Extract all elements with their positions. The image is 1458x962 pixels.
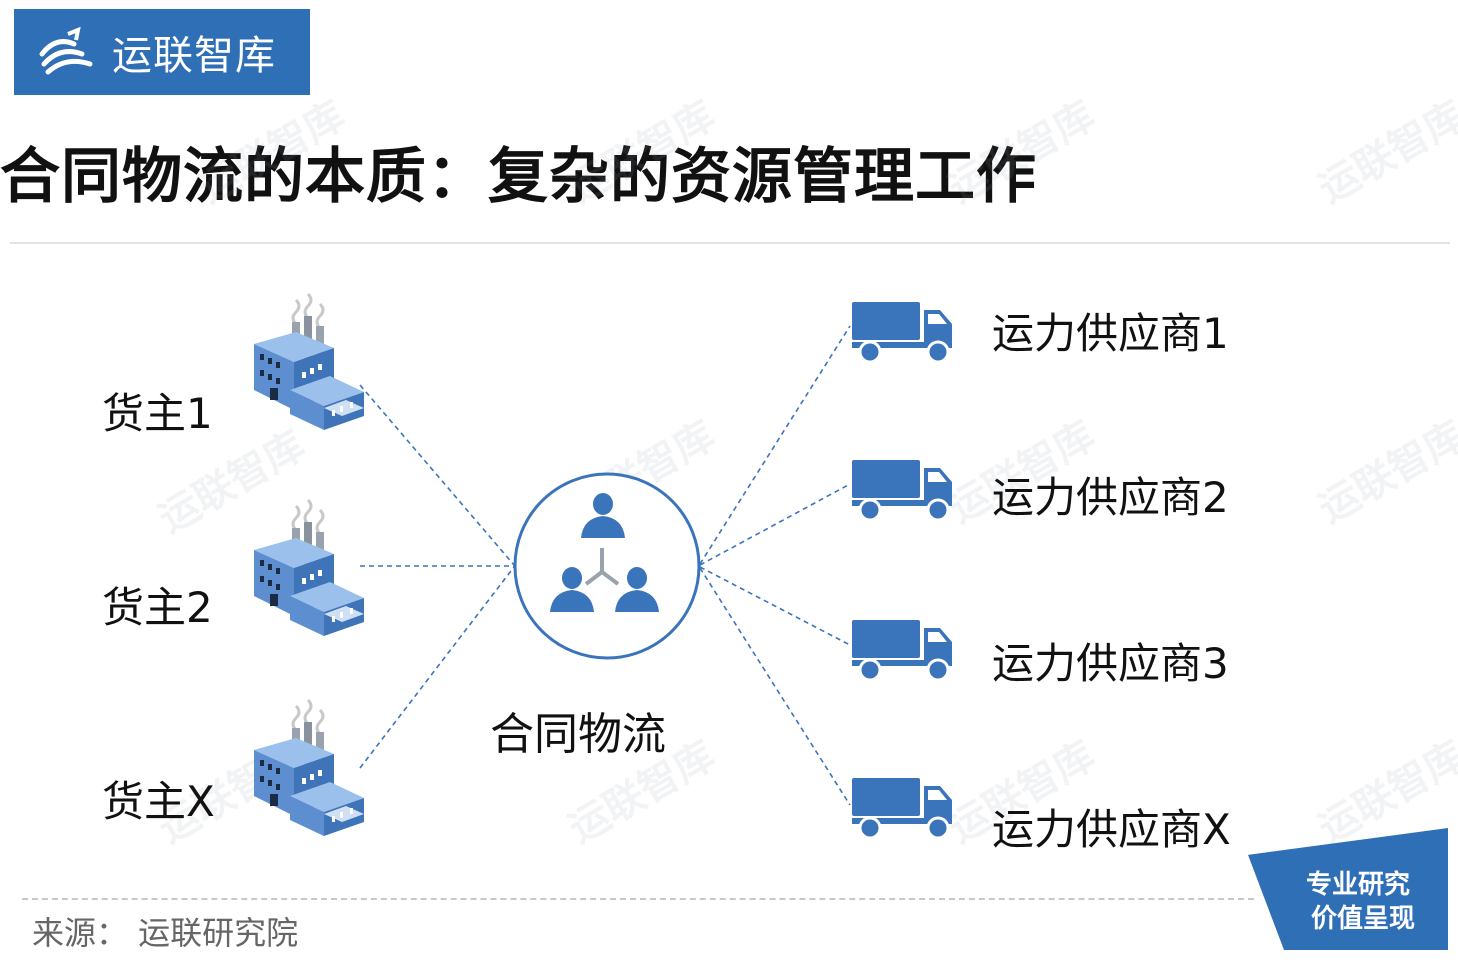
badge-line-2: 价值呈现	[1310, 904, 1415, 934]
connector-lines	[359, 325, 851, 806]
footer-divider	[22, 898, 1254, 900]
slogan-badge: 专业研究 价值呈现	[1248, 828, 1448, 950]
brand-logo: 运联智库	[14, 9, 310, 95]
factory-icon	[252, 292, 366, 432]
brand-name: 运联智库	[112, 33, 276, 79]
truck-icon	[850, 776, 954, 840]
page-title: 合同物流的本质：复杂的资源管理工作	[0, 142, 1037, 212]
hub-label: 合同物流	[490, 709, 666, 760]
factory-icon	[252, 498, 366, 638]
truck-icon	[850, 458, 954, 522]
shipper-x-label: 货主X	[102, 777, 215, 826]
hub-circle	[513, 472, 701, 660]
title-divider	[10, 242, 1450, 244]
badge-line-1: 专业研究	[1305, 870, 1410, 900]
truck-icon	[850, 618, 954, 682]
brand-swirl-icon	[39, 26, 93, 75]
carrier-x-label: 运力供应商X	[992, 805, 1231, 854]
factory-icon	[252, 698, 366, 838]
source-note: 来源： 运联研究院	[32, 914, 299, 952]
carrier-1-label: 运力供应商1	[992, 309, 1229, 358]
carrier-3-label: 运力供应商3	[992, 639, 1229, 688]
team-network-icon	[550, 493, 659, 612]
carrier-2-label: 运力供应商2	[992, 473, 1229, 522]
shipper-2-label: 货主2	[102, 583, 213, 632]
truck-icon	[850, 300, 954, 364]
shipper-1-label: 货主1	[102, 389, 213, 438]
